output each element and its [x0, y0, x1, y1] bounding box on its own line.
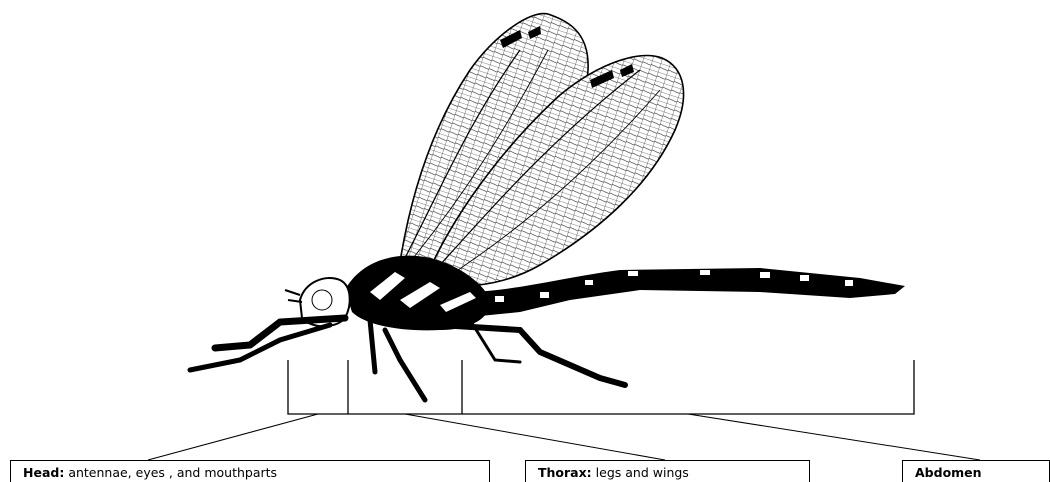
- abdomen-label: Abdomen: [902, 460, 1050, 482]
- thorax-label: Thorax: legs and wings: [525, 460, 810, 482]
- abdomen-body: [470, 268, 905, 316]
- legs: [190, 318, 625, 400]
- thorax-term: Thorax:: [538, 465, 592, 480]
- thorax-description: legs and wings: [596, 465, 689, 480]
- segment-brackets: [288, 360, 914, 414]
- head-term: Head:: [23, 465, 64, 480]
- head-description: antennae, eyes , and mouthparts: [68, 465, 277, 480]
- head-label: Head: antennae, eyes , and mouthparts: [10, 460, 490, 482]
- abdomen-term: Abdomen: [915, 465, 982, 480]
- leader-lines: [148, 414, 980, 460]
